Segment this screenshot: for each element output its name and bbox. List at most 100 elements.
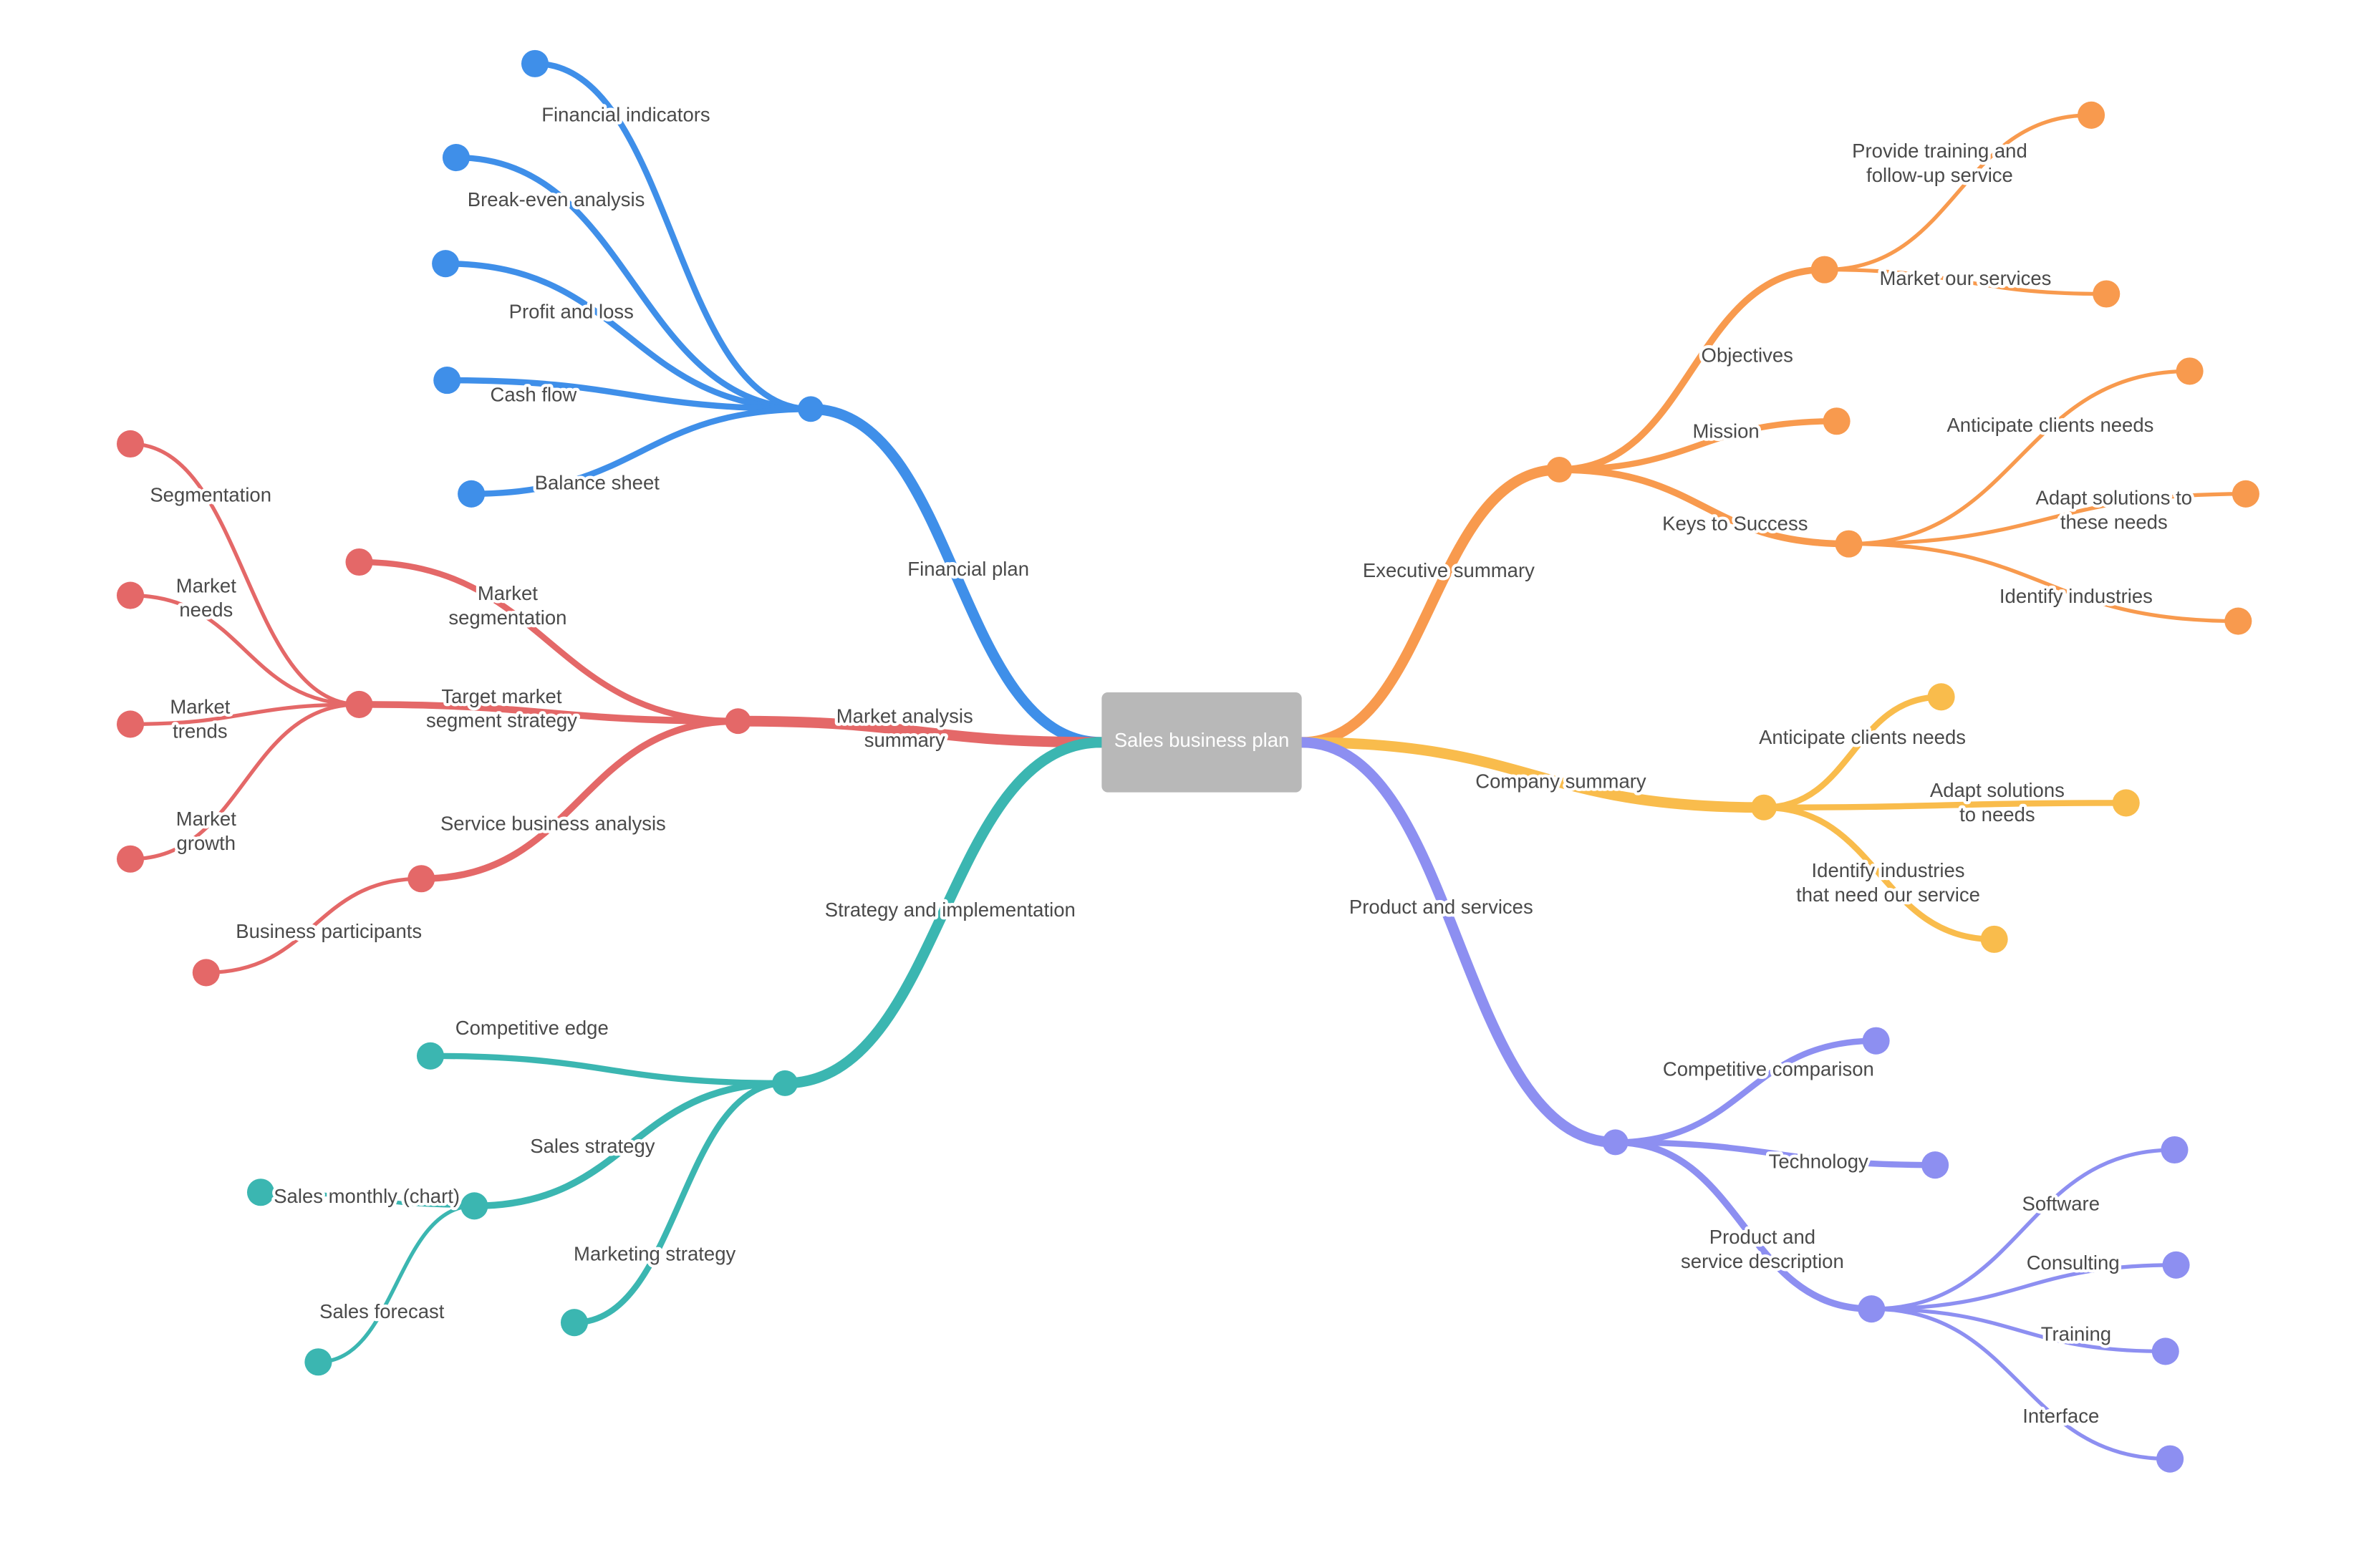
node-label[interactable]: Sales forecast	[317, 1297, 448, 1325]
node-label-line: to needs	[1959, 803, 2035, 826]
node-handle[interactable]	[2112, 789, 2140, 817]
node-handle[interactable]	[2156, 1445, 2184, 1473]
node-handle[interactable]	[2232, 480, 2259, 508]
node-label-line: Executive summary	[1363, 559, 1535, 581]
node-handle[interactable]	[345, 548, 373, 576]
node-label[interactable]: Product and services	[1346, 893, 1536, 921]
node-label[interactable]: Anticipate clients needs	[1756, 723, 1969, 751]
node-handle[interactable]	[2161, 1136, 2189, 1164]
node-handle[interactable]	[1751, 794, 1777, 821]
node-label[interactable]: Service business analysis	[438, 809, 669, 837]
node-label[interactable]: Identify industries	[1997, 582, 2156, 610]
node-label[interactable]: Break-even analysis	[465, 185, 648, 213]
branch-connector	[1612, 1037, 1879, 1146]
node-label[interactable]: Market our services	[1876, 264, 2054, 292]
node-label[interactable]: Cash flow	[487, 380, 579, 408]
branch-connector	[1555, 266, 1828, 473]
node-label[interactable]: Sales strategy	[527, 1132, 658, 1160]
node-handle[interactable]	[1858, 1295, 1886, 1323]
node-handle[interactable]	[460, 1192, 488, 1220]
node-handle[interactable]	[1862, 1027, 1890, 1055]
node-label[interactable]: Competitive edge	[453, 1014, 612, 1042]
node-label[interactable]: Objectives	[1698, 341, 1796, 369]
node-handle[interactable]	[1602, 1129, 1629, 1156]
node-handle[interactable]	[116, 430, 145, 458]
node-handle[interactable]	[458, 480, 486, 508]
node-label[interactable]: Sales monthly (chart)	[271, 1182, 463, 1210]
node-label[interactable]: Marketing strategy	[571, 1239, 739, 1267]
node-label[interactable]: Executive summary	[1360, 556, 1538, 584]
node-handle[interactable]	[772, 1070, 799, 1096]
node-handle[interactable]	[116, 581, 145, 609]
node-handle[interactable]	[2093, 280, 2121, 308]
node-label-line: Anticipate clients needs	[1946, 414, 2153, 436]
node-handle[interactable]	[432, 250, 460, 278]
node-label[interactable]: Strategy and implementation	[821, 896, 1079, 924]
node-label-line: Break-even analysis	[468, 188, 645, 210]
node-handle[interactable]	[1546, 456, 1573, 483]
node-handle[interactable]	[1823, 407, 1851, 435]
node-handle[interactable]	[1835, 530, 1863, 558]
node-handle[interactable]	[1980, 925, 2008, 953]
node-label-line: Product and	[1709, 1226, 1815, 1248]
node-label[interactable]: Balance sheet	[531, 468, 662, 496]
node-handle[interactable]	[2078, 101, 2105, 129]
node-label[interactable]: Financial indicators	[539, 100, 713, 128]
node-handle[interactable]	[246, 1179, 275, 1206]
node-handle[interactable]	[1921, 1151, 1949, 1179]
node-handle[interactable]	[433, 367, 461, 395]
node-label[interactable]: Keys to Success	[1659, 509, 1811, 537]
node-label-line: Training	[2041, 1323, 2111, 1345]
node-label[interactable]: Company summary	[1472, 767, 1649, 795]
node-label[interactable]: Business participants	[233, 917, 425, 945]
node-handle[interactable]	[2224, 607, 2252, 635]
node-label[interactable]: Financial plan	[904, 555, 1032, 583]
node-handle[interactable]	[521, 49, 549, 77]
node-label-line: these needs	[2060, 510, 2168, 533]
node-label[interactable]: Technology	[1765, 1147, 1871, 1175]
node-label[interactable]: Interface	[2020, 1402, 2102, 1430]
node-label[interactable]: Mission	[1689, 417, 1762, 445]
node-label[interactable]: Anticipate clients needs	[1944, 411, 2156, 439]
center-node[interactable]: Sales business plan	[1101, 692, 1302, 793]
node-handle[interactable]	[1927, 683, 1955, 711]
node-handle[interactable]	[2151, 1337, 2179, 1365]
node-label[interactable]: Consulting	[2023, 1249, 2122, 1277]
node-label[interactable]: Profit and loss	[506, 297, 637, 325]
node-handle[interactable]	[2162, 1251, 2190, 1279]
branch-connector	[1612, 1139, 1939, 1168]
node-handle[interactable]	[345, 690, 373, 718]
node-handle[interactable]	[192, 959, 220, 987]
node-label[interactable]: Training	[2038, 1320, 2115, 1347]
node-handle[interactable]	[798, 396, 824, 422]
node-handle[interactable]	[442, 144, 471, 172]
node-handle[interactable]	[2176, 357, 2204, 385]
node-label-line: that need our service	[1796, 884, 1980, 906]
node-handle[interactable]	[116, 710, 145, 738]
node-handle[interactable]	[725, 708, 751, 735]
node-handle[interactable]	[407, 865, 435, 893]
node-handle[interactable]	[116, 845, 145, 873]
node-label[interactable]: Software	[2019, 1189, 2103, 1217]
node-handle[interactable]	[1810, 256, 1838, 284]
branch-connector	[204, 876, 423, 975]
center-node-box[interactable]	[1101, 692, 1302, 793]
node-label-line: Adapt solutions	[1930, 779, 2065, 801]
node-handle[interactable]	[416, 1042, 445, 1070]
node-handle[interactable]	[304, 1348, 332, 1376]
node-handle[interactable]	[560, 1309, 589, 1337]
node-label-line: Financial indicators	[541, 103, 710, 125]
node-label[interactable]: Segmentation	[147, 480, 274, 508]
node-label[interactable]: Competitive comparison	[1660, 1055, 1877, 1083]
